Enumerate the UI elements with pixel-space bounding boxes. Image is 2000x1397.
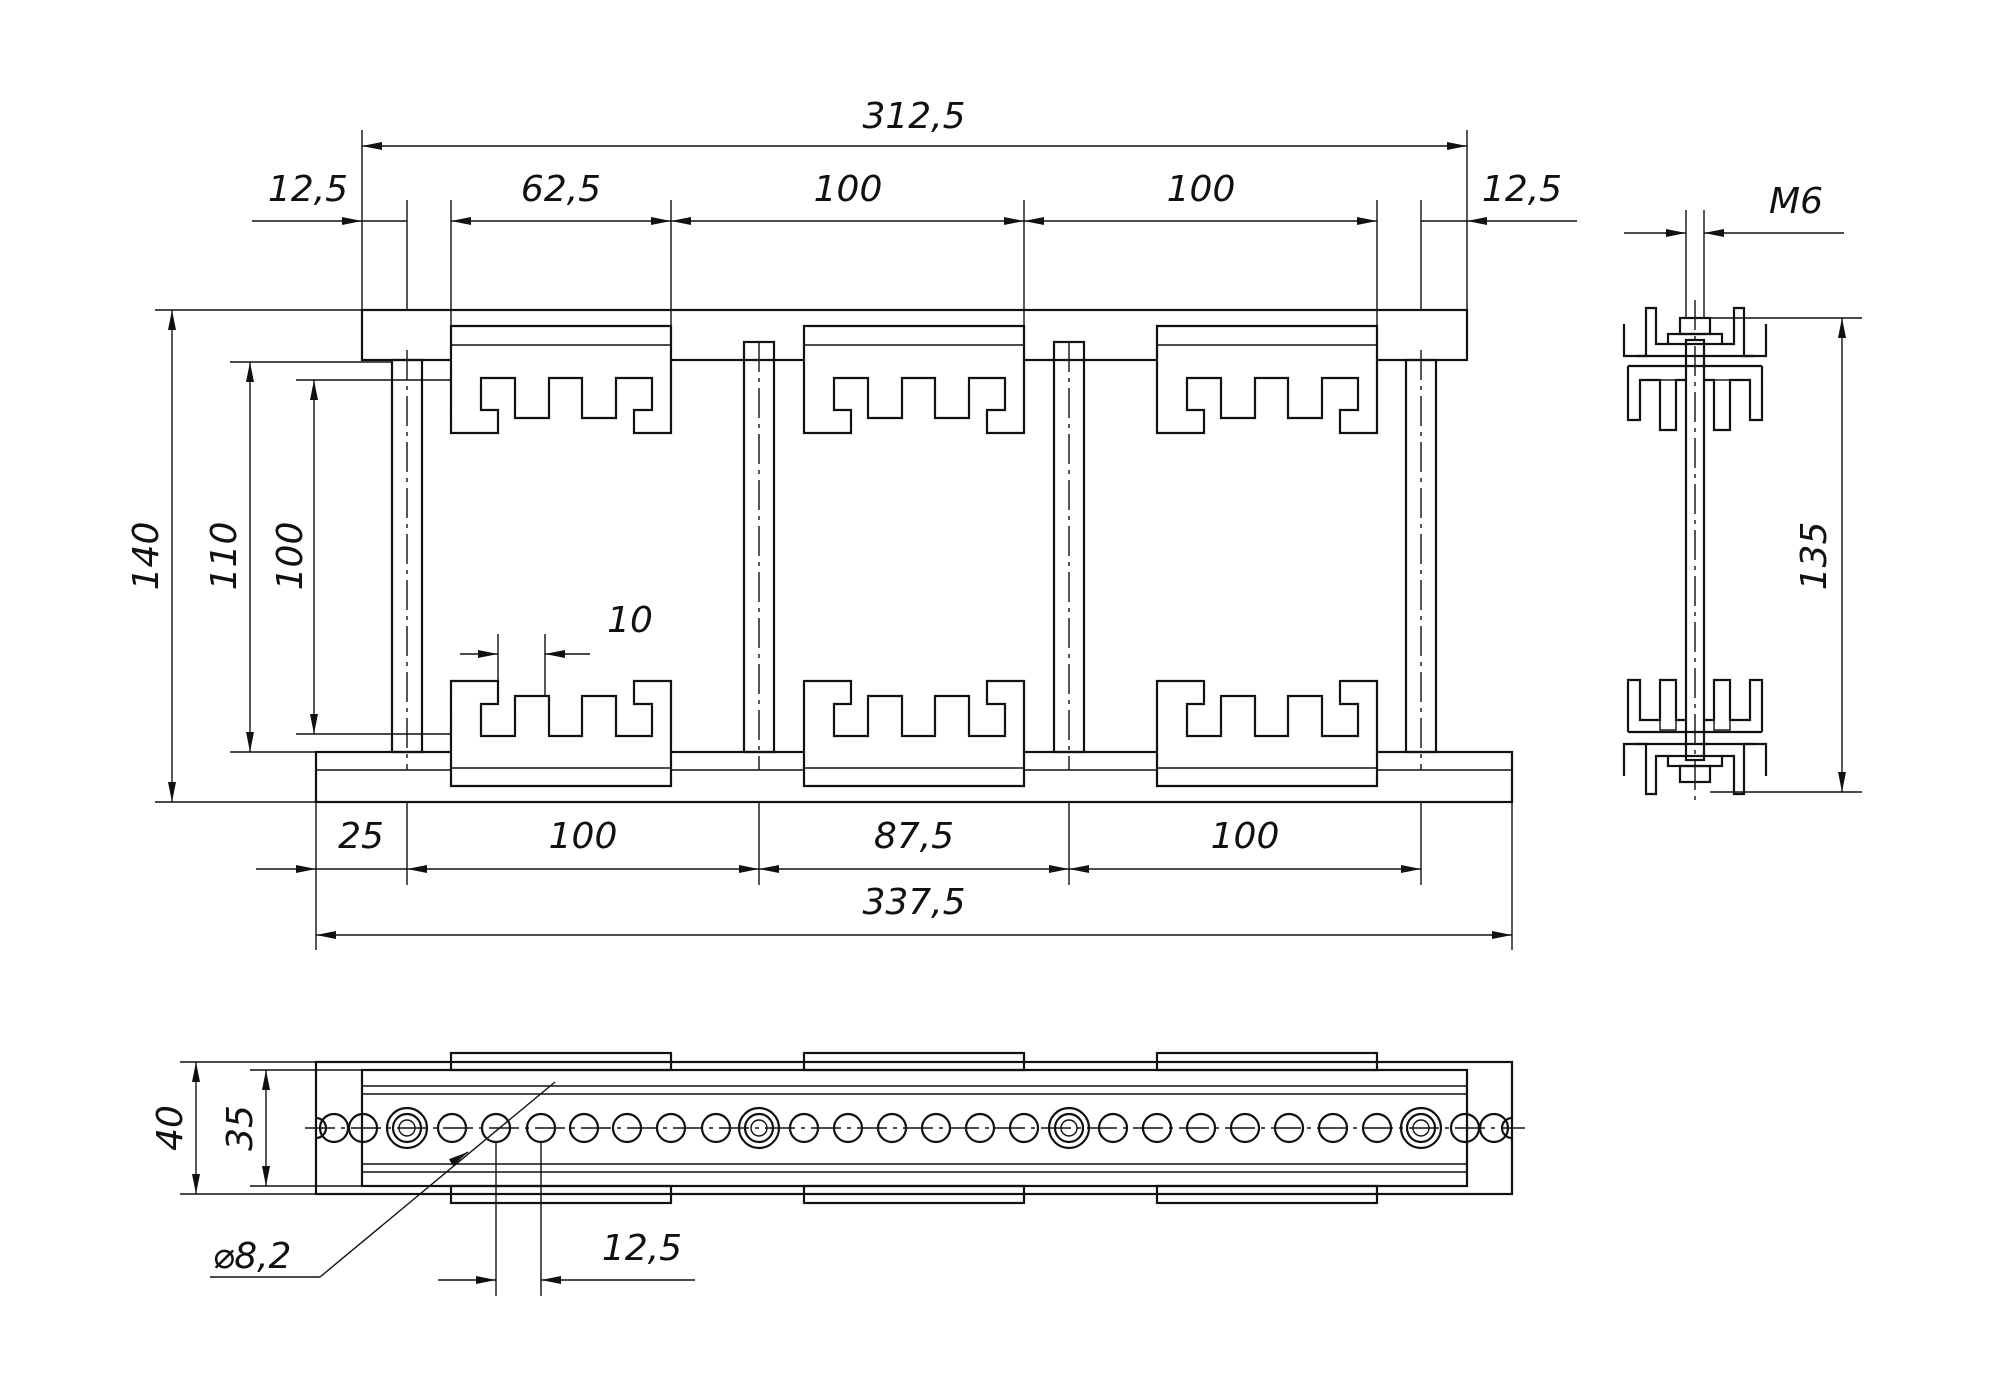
dim-third-top: 100: [1167, 169, 1236, 210]
dim-side-height: 135: [1794, 522, 1835, 591]
dim-bottom-third: 87,5: [874, 816, 954, 857]
dim-bottom-total: 337,5: [862, 882, 965, 923]
dim-right-margin: 12,5: [1482, 169, 1562, 210]
dim-total-top: 312,5: [862, 96, 965, 137]
dim-first-top: 62,5: [521, 169, 601, 210]
dim-left-margin: 12,5: [268, 169, 348, 210]
dim-second-top: 100: [814, 169, 883, 210]
dim-height-140: 140: [126, 522, 167, 591]
dim-thread-m6: M6: [1769, 181, 1823, 222]
bolts: [390, 340, 1438, 770]
dim-bottom-fourth: 100: [1211, 816, 1280, 857]
dim-height-110: 110: [204, 522, 245, 591]
side-view: [1622, 300, 1768, 800]
upper-insulators: [449, 324, 1379, 435]
dim-plan-40: 40: [150, 1105, 191, 1151]
front-view: [314, 308, 1514, 804]
dim-bottom-first: 25: [338, 816, 384, 857]
front-dimensions: 312,5 12,5 62,5 100 100 12,5 140 110 100…: [126, 96, 1577, 950]
dim-hole-diameter: ⌀8,2: [213, 1236, 292, 1277]
plan-dimensions: 40 35 ⌀8,2 12,5: [150, 1061, 695, 1296]
dim-pitch: 12,5: [602, 1228, 682, 1269]
side-dimensions: M6 135: [1624, 181, 1862, 793]
dim-tooth: 10: [607, 600, 653, 641]
dim-bottom-second: 100: [549, 816, 618, 857]
bolt-heads: [385, 1106, 1443, 1150]
lower-insulators: [449, 679, 1379, 788]
dim-plan-35: 35: [220, 1105, 261, 1151]
plan-view: [305, 1051, 1525, 1205]
mounting-holes: [347, 1112, 1481, 1144]
dim-height-100: 100: [270, 522, 311, 591]
